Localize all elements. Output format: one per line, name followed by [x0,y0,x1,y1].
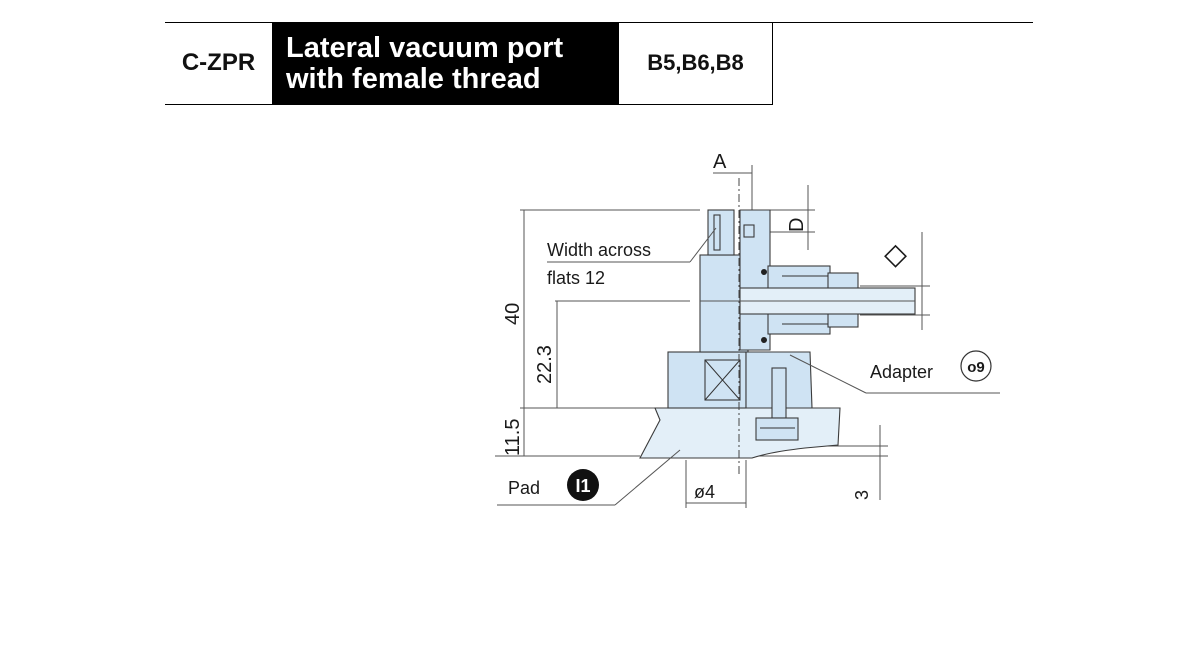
dim-22-3-label: 22.3 [534,345,556,384]
dim-11-5-label: 11.5 [502,419,524,456]
pad-label: Pad [508,478,540,498]
width-across-label-1: Width across [547,240,651,260]
dim-diamond-label: ◇ [884,238,907,271]
dimension-lines [495,165,930,508]
pad-code-badge: I1 [567,469,599,501]
dim-dia4-label: ø4 [694,482,715,502]
adapter-code-badge: o9 [960,350,992,382]
model-title: Lateral vacuum port with female thread [272,22,619,105]
leader-lines [497,227,1000,506]
adapter-label: Adapter [870,362,933,382]
model-title-line1: Lateral vacuum port [286,31,564,64]
model-code: C-ZPR [165,22,272,105]
dim-3-label: 3 [852,490,872,500]
dim-d-label: D [786,218,808,232]
pad-code: I1 [575,476,590,496]
vacuum-pad-body [639,209,916,459]
dim-a-label: A [713,151,727,173]
adapter-code: o9 [967,359,985,376]
model-variants: B5,B6,B8 [619,22,773,105]
header-table: C-ZPR Lateral vacuum port with female th… [165,22,1033,105]
dim-40-label: 40 [502,303,524,325]
width-across-label-2: flats 12 [547,268,605,288]
model-title-line2: with female thread [286,62,541,95]
